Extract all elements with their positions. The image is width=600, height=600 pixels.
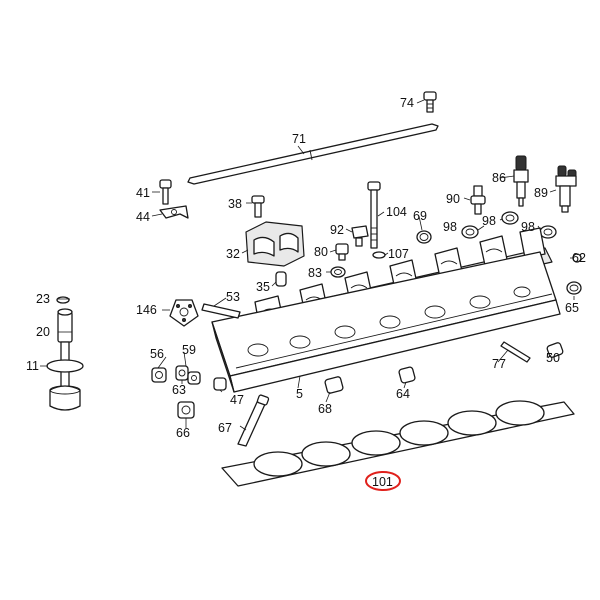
label-86: 86 [492,171,506,185]
label-101: 101 [372,475,393,489]
part-56-plug [151,367,167,383]
part-77-stud [500,341,531,363]
highlight-ring [365,471,401,491]
gasket-bore-2 [301,441,351,467]
head-port-3 [334,325,356,339]
part-98-seal-c [539,225,557,239]
label-90: 90 [446,192,460,206]
label-83: 83 [308,266,322,280]
label-59: 59 [182,343,196,357]
label-74: 74 [400,96,414,110]
label-69: 69 [413,209,427,223]
head-port-5 [424,305,446,319]
label-98-b: 98 [482,214,496,228]
part-53-stud [201,303,241,319]
highlight-101: 101 [365,471,401,491]
label-104: 104 [386,205,407,219]
part-63-plug [175,365,189,381]
part-38-bolt [251,195,265,218]
part-41-bolt [159,179,172,205]
part-65-plug [566,281,582,295]
part-50-sleeve [546,342,564,358]
label-62: 62 [572,251,586,265]
part-11-valve [46,341,84,411]
part-74-bolt [423,91,437,113]
label-23: 23 [36,292,50,306]
part-47-sleeve [213,377,227,391]
part-101-head-gasket [221,400,575,487]
part-98-seal-a [461,225,479,239]
part-44-bracket [159,205,189,219]
part-64-sleeve [398,366,416,384]
label-20: 20 [36,325,50,339]
part-90-sensor [470,185,486,215]
part-35-sleeve [275,271,287,287]
gasket-bore-3 [351,430,401,456]
label-71: 71 [292,132,306,146]
label-11: 11 [26,359,39,373]
label-65: 65 [565,301,579,315]
label-35: 35 [256,280,270,294]
label-92: 92 [330,223,344,237]
label-63: 63 [172,383,186,397]
gasket-bore-5 [447,410,497,436]
bearing-cap-7 [519,227,546,259]
head-port-2 [289,335,311,349]
label-50: 50 [546,351,560,365]
label-66: 66 [176,426,190,440]
label-5: 5 [296,387,303,401]
label-47: 47 [230,393,244,407]
part-5-cylinder-head [211,251,561,393]
gasket-bore-4 [399,420,449,446]
part-69-plug [416,230,432,244]
label-41: 41 [136,186,150,200]
head-port-4 [379,315,401,329]
label-89: 89 [534,186,548,200]
label-44: 44 [136,210,150,224]
part-104-long-bolt [367,181,381,249]
label-38: 38 [228,197,242,211]
label-98-c: 98 [521,220,535,234]
gasket-bore-6 [495,400,545,426]
part-32-camshaft-bearing-cap [245,221,305,267]
label-68: 68 [318,402,332,416]
part-98-seal-b [501,211,519,225]
part-68-sleeve [324,376,344,394]
leader-lines [40,99,575,431]
part-80-plug [335,243,349,261]
part-59-plug [187,371,201,385]
label-80: 80 [314,245,328,259]
part-107-washer [372,251,386,259]
label-77: 77 [492,357,506,371]
part-92-sensor [351,225,369,247]
part-86-injector [513,155,529,207]
part-71-cover-strip [187,123,439,185]
callout-labels: 74 71 41 44 38 32 92 104 69 80 107 90 86… [26,96,586,491]
part-66-plug [177,401,195,419]
part-146-sprocket [169,299,199,327]
part-89-injector-pair [555,165,577,213]
head-port-7 [513,286,531,298]
label-98-a: 98 [443,220,457,234]
head-port-6 [469,295,491,309]
label-64: 64 [396,387,410,401]
part-23-valve-keeper [56,296,70,304]
head-port-1 [247,343,269,357]
label-53: 53 [226,290,240,304]
label-32: 32 [226,247,240,261]
label-146: 146 [136,303,157,317]
label-67: 67 [218,421,232,435]
part-83-seal [330,266,346,278]
label-107: 107 [388,247,409,261]
gasket-bore-1 [253,451,303,477]
label-56: 56 [150,347,164,361]
part-20-valve-lifter [57,308,73,343]
